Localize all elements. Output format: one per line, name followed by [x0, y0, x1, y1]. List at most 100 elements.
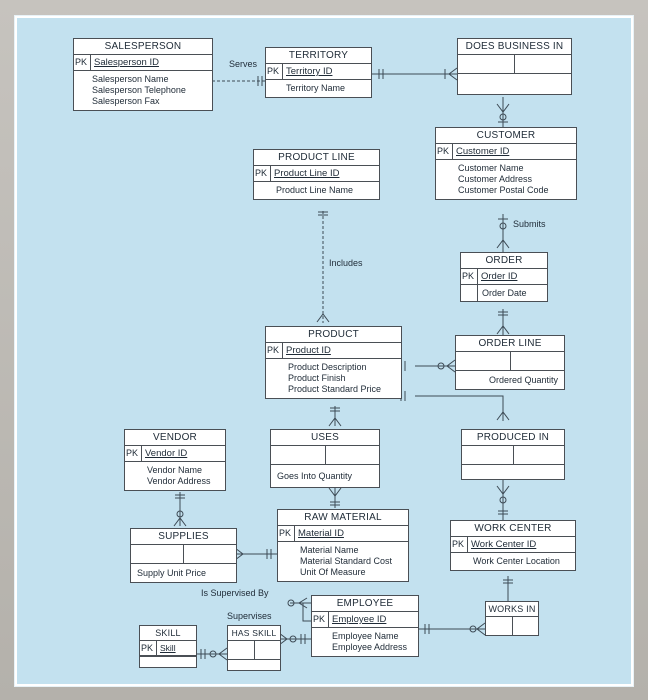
attribute: Territory Name [286, 83, 346, 93]
attribute-list: Customer Name Customer Address Customer … [436, 160, 576, 199]
pk-label: PK [461, 269, 478, 284]
entity-order-line: ORDER LINE Ordered Quantity [455, 335, 565, 390]
entity-title: SALESPERSON [74, 39, 212, 55]
primary-key: Vendor ID [145, 448, 188, 459]
attribute-list: Vendor Name Vendor Address [125, 462, 225, 490]
entity-title: SUPPLIES [131, 529, 236, 545]
pk-label: PK [74, 55, 91, 70]
entity-supplies: SUPPLIES Supply Unit Price [130, 528, 237, 583]
relationship-label-supervises: Supervises [227, 611, 272, 621]
pk-label: PK [125, 446, 142, 461]
attribute: Product Line Name [276, 185, 354, 195]
primary-key: Skill [160, 643, 176, 653]
relationship-lines [173, 67, 513, 661]
primary-key: Product ID [286, 345, 331, 356]
entity-works-in: WORKS IN [485, 601, 539, 636]
attribute: Product Description [288, 362, 367, 372]
entity-title: PRODUCT [266, 327, 401, 343]
attribute: Work Center Location [473, 556, 560, 566]
attribute: Material Standard Cost [300, 556, 393, 566]
primary-key: Customer ID [456, 146, 510, 157]
pk-label: PK [266, 343, 283, 358]
entity-title: PRODUCT LINE [254, 150, 379, 166]
entity-produced-in: PRODUCED IN [461, 429, 565, 480]
entity-title: PRODUCED IN [462, 430, 564, 446]
attribute: Ordered Quantity [456, 370, 564, 389]
serves-bars [257, 76, 263, 86]
attribute: Vendor Address [147, 476, 211, 486]
primary-key: Material ID [298, 528, 344, 539]
attribute-list: Product Line Name [254, 182, 379, 199]
pk-label: PK [140, 641, 157, 655]
entity-title: DOES BUSINESS IN [458, 39, 571, 55]
relationship-label-serves: Serves [229, 59, 258, 69]
attribute-list: Product Description Product Finish Produ… [266, 359, 401, 398]
attribute: Customer Name [458, 163, 524, 173]
pk-label: PK [312, 612, 329, 627]
entity-does-business-in: DOES BUSINESS IN [457, 38, 572, 95]
primary-key: Employee ID [332, 614, 387, 625]
pk-label: PK [266, 64, 283, 79]
attribute: Vendor Name [147, 465, 203, 475]
primary-key: Salesperson ID [94, 57, 159, 68]
attribute: Salesperson Telephone [92, 85, 186, 95]
territory-bars [378, 69, 384, 79]
pk-label: PK [451, 537, 468, 552]
attribute: Salesperson Fax [92, 96, 160, 106]
pk-label: PK [278, 526, 295, 541]
primary-key: Territory ID [286, 66, 333, 77]
relationship-label-includes: Includes [329, 258, 363, 268]
entity-uses: USES Goes Into Quantity [270, 429, 380, 488]
entity-has-skill: HAS SKILL [227, 625, 281, 671]
attribute: Supply Unit Price [131, 563, 236, 582]
attribute: Goes Into Quantity [271, 464, 379, 487]
product-producedin-line [415, 395, 504, 421]
attribute: Material Name [300, 545, 359, 555]
attribute-list: Employee Name Employee Address [312, 628, 418, 656]
entity-title: ORDER LINE [456, 336, 564, 352]
entity-title: EMPLOYEE [312, 596, 418, 612]
attribute: Product Finish [288, 373, 346, 383]
attribute: Customer Address [458, 174, 533, 184]
attribute-list: Work Center Location [451, 553, 575, 570]
attribute: Employee Address [332, 642, 408, 652]
pk-label: PK [254, 166, 271, 181]
attribute: Unit Of Measure [300, 567, 366, 577]
pk-label: PK [436, 144, 453, 159]
attribute-list: Salesperson Name Salesperson Telephone S… [74, 71, 212, 110]
entity-title: TERRITORY [266, 48, 371, 64]
primary-key: Order ID [481, 271, 518, 282]
dbi-crowfoot [444, 67, 458, 81]
entity-title: WORK CENTER [451, 521, 575, 537]
entity-title: WORKS IN [486, 602, 538, 617]
entity-title: USES [271, 430, 379, 446]
attribute: Order Date [482, 288, 527, 298]
attribute: Customer Postal Code [458, 185, 549, 195]
relationship-label-submits: Submits [513, 219, 546, 229]
attribute-list: Material Name Material Standard Cost Uni… [278, 542, 408, 581]
attribute: Salesperson Name [92, 74, 169, 84]
relationship-label-is-supervised-by: Is Supervised By [201, 588, 269, 598]
primary-key: Work Center ID [471, 539, 537, 550]
attribute: Employee Name [332, 631, 399, 641]
primary-key: Product Line ID [274, 168, 340, 179]
entity-title: SKILL [140, 626, 196, 641]
entity-title: CUSTOMER [436, 128, 576, 144]
entity-title: VENDOR [125, 430, 225, 446]
attribute: Product Standard Price [288, 384, 382, 394]
entity-title: RAW MATERIAL [278, 510, 408, 526]
attribute-list: Territory Name [266, 80, 371, 97]
